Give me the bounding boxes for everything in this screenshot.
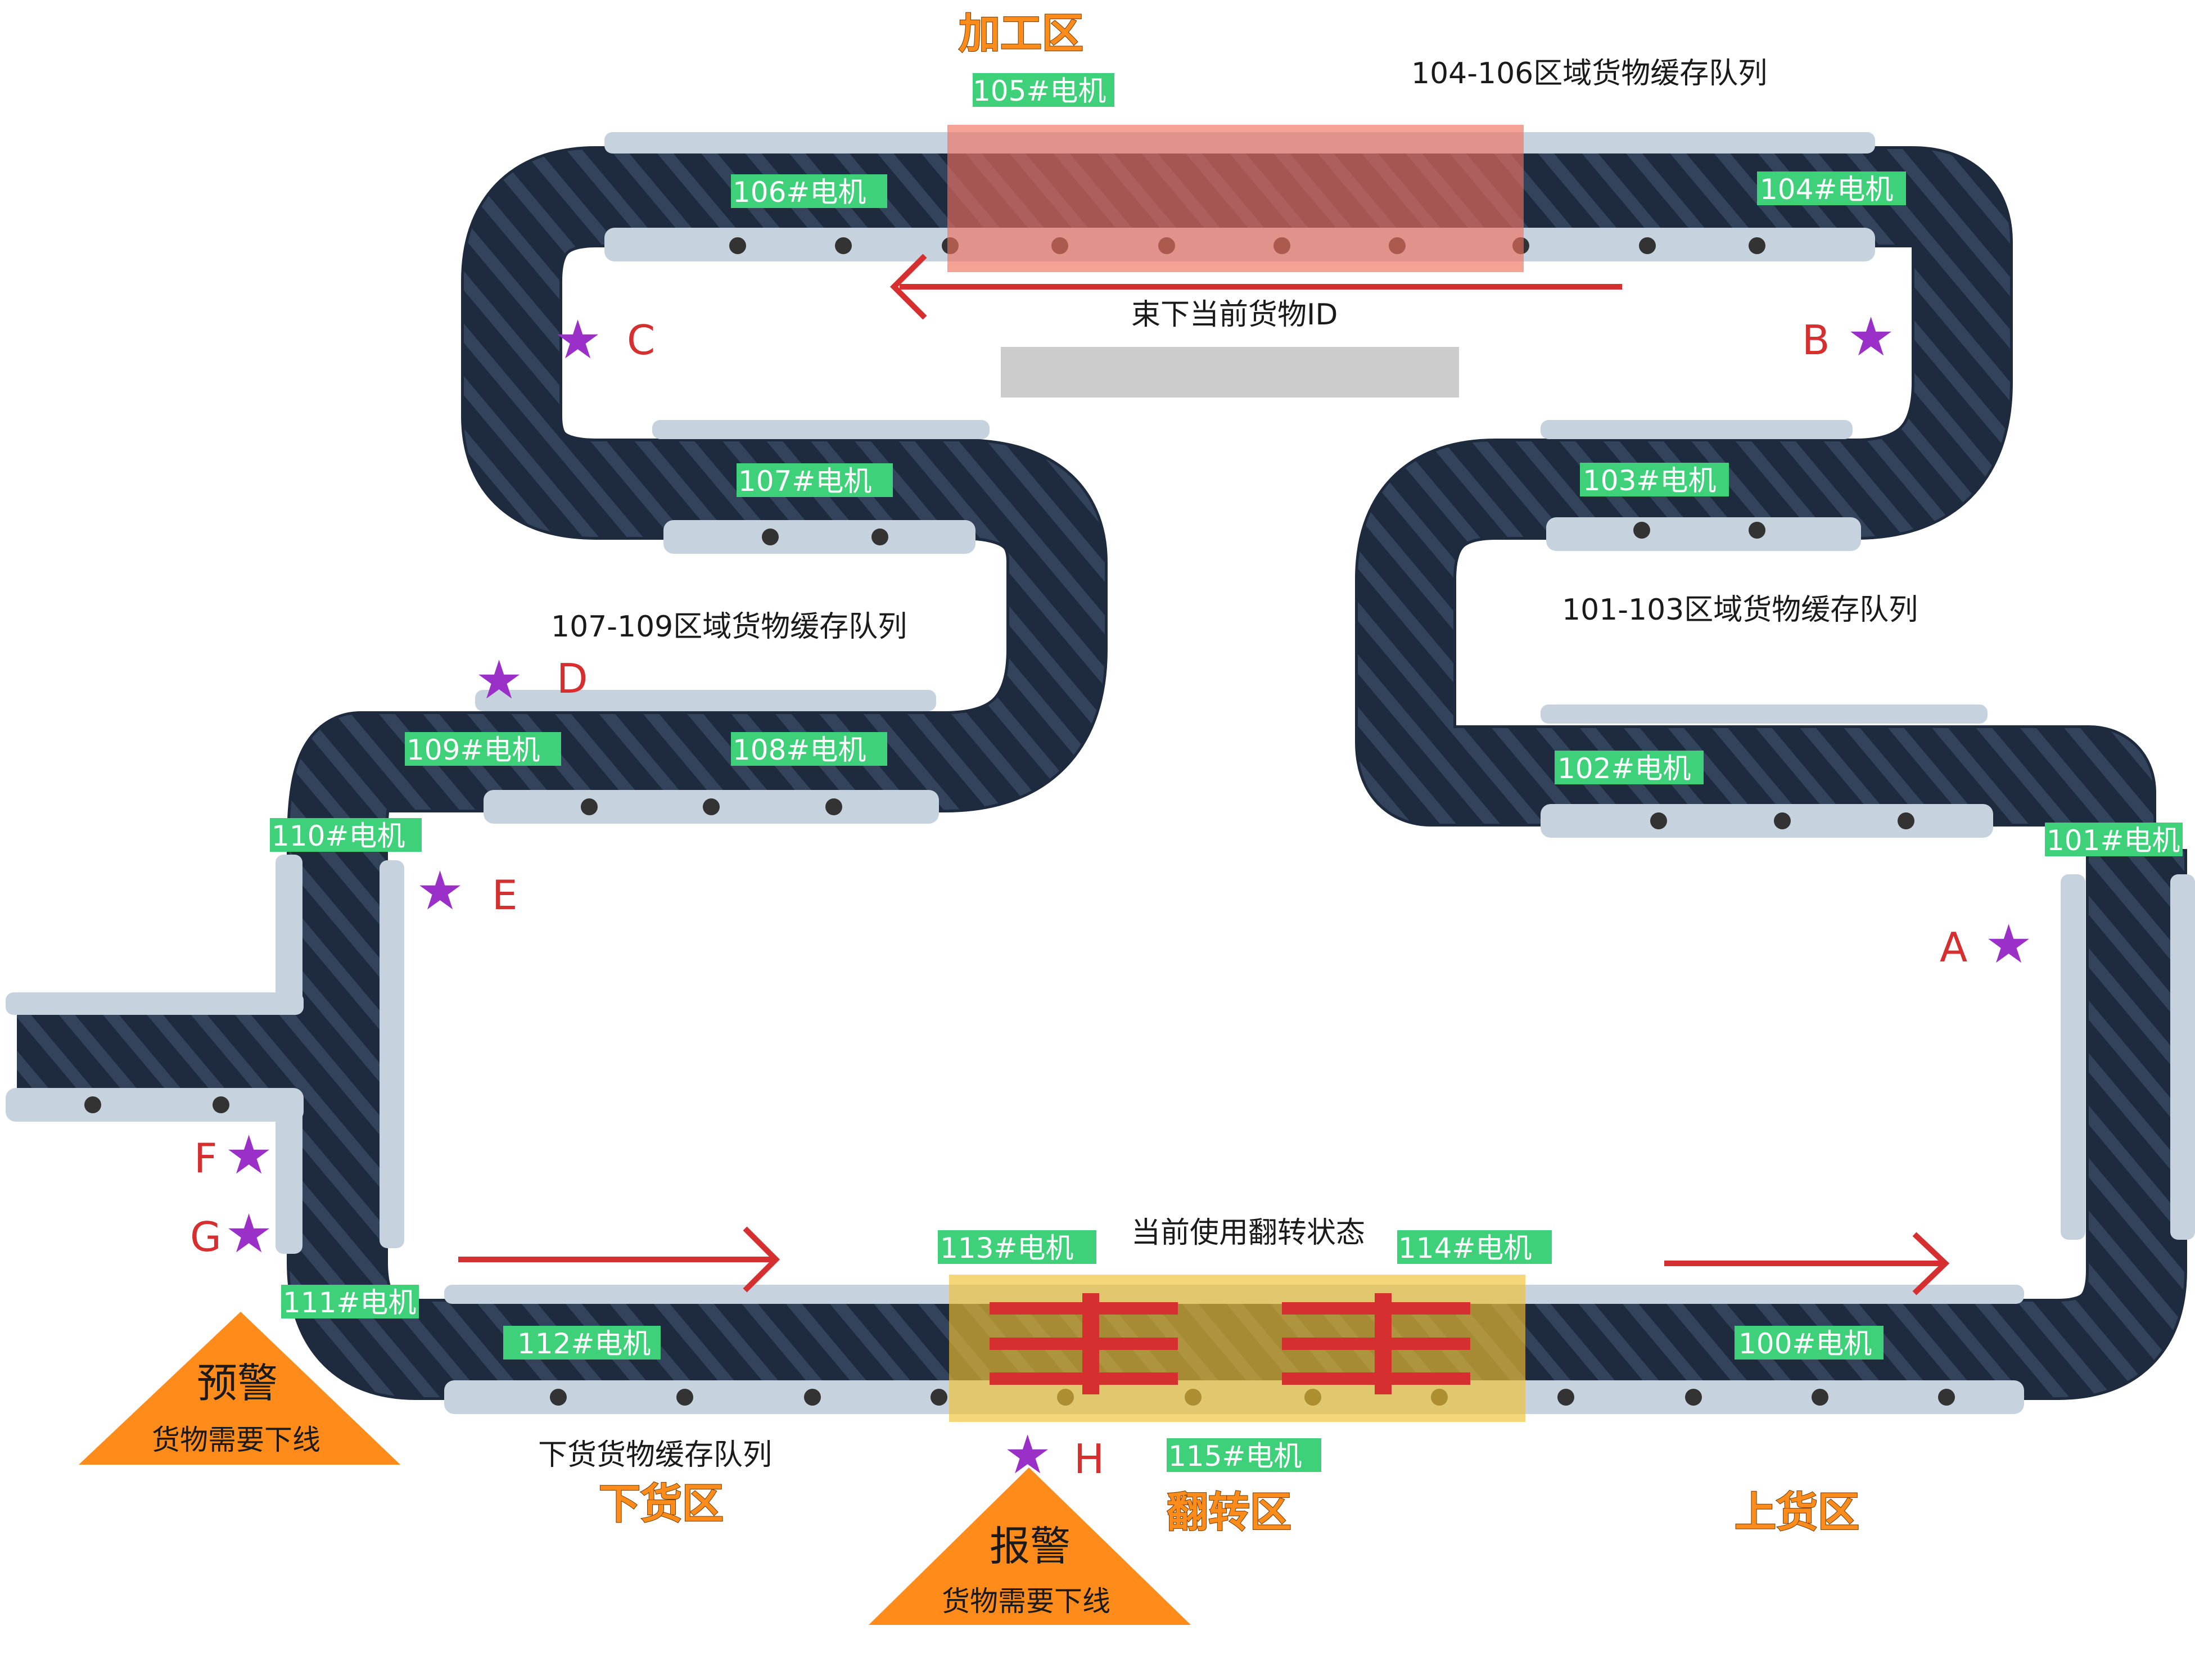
motor-110: 110#电机	[270, 818, 422, 852]
motor-109: 109#电机	[405, 732, 561, 766]
flip-state-label: 当前使用翻转状态	[1131, 1216, 1365, 1250]
svg-text:货物需要下线: 货物需要下线	[152, 1424, 320, 1456]
queue-labels: 104-106区域货物缓存队列 107-109区域货物缓存队列 101-103区…	[538, 57, 1918, 1472]
zone-labels: 加工区 下货区 翻转区 上货区	[598, 9, 1860, 1537]
svg-text:★: ★	[475, 649, 523, 711]
bundle-id-label: 束下当前货物ID	[1131, 298, 1338, 332]
svg-text:112#电机: 112#电机	[517, 1327, 651, 1360]
motor-105: 105#电机	[973, 73, 1114, 107]
checkpoint-e: ★E	[416, 860, 518, 922]
zone-unloading: 下货区	[599, 1480, 724, 1528]
checkpoint-g: G★	[190, 1203, 273, 1265]
svg-text:★: ★	[225, 1124, 273, 1186]
motor-102: 102#电机	[1555, 751, 1704, 785]
svg-text:102#电机: 102#电机	[1557, 752, 1691, 785]
bundle-id-display	[1001, 347, 1459, 398]
motor-111: 111#电机	[281, 1285, 419, 1319]
zone-loading: 上货区	[1735, 1488, 1859, 1537]
flow-arrows	[458, 254, 1950, 1295]
svg-text:G: G	[190, 1213, 222, 1261]
checkpoint-h: ★H	[1004, 1424, 1104, 1486]
queue-104-106: 104-106区域货物缓存队列	[1411, 57, 1767, 91]
checkpoint-f: F★	[194, 1124, 273, 1186]
queue-107-109: 107-109区域货物缓存队列	[551, 610, 907, 644]
flip-mechanism-left	[990, 1293, 1178, 1394]
svg-text:109#电机: 109#电机	[407, 734, 540, 766]
motor-107: 107#电机	[737, 463, 893, 498]
checkpoints: A★ B★ ★C ★D ★E F★ G★ ★H	[190, 306, 2033, 1486]
motor-100: 100#电机	[1735, 1326, 1884, 1360]
svg-text:110#电机: 110#电机	[272, 820, 405, 852]
queue-unload: 下货货物缓存队列	[538, 1438, 772, 1472]
svg-text:111#电机: 111#电机	[283, 1286, 416, 1319]
svg-text:114#电机: 114#电机	[1398, 1232, 1532, 1264]
svg-text:108#电机: 108#电机	[733, 734, 866, 766]
flip-mechanism-right	[1282, 1293, 1470, 1394]
motor-101: 101#电机	[2045, 823, 2183, 857]
motor-106: 106#电机	[731, 174, 887, 209]
svg-text:105#电机: 105#电机	[973, 75, 1106, 107]
checkpoint-b: B★	[1802, 306, 1895, 368]
flow-arrow-bottom-right	[1664, 1232, 1950, 1295]
zone-flipping: 翻转区	[1167, 1488, 1291, 1537]
motor-104: 104#电机	[1757, 171, 1906, 206]
svg-text:货物需要下线: 货物需要下线	[942, 1585, 1110, 1618]
svg-text:预警: 预警	[197, 1360, 278, 1407]
svg-text:104#电机: 104#电机	[1760, 173, 1893, 206]
motor-labels: 100#电机 101#电机 102#电机 103#电机 104#电机 105#电…	[270, 73, 2183, 1473]
queue-101-103: 101-103区域货物缓存队列	[1562, 593, 1918, 627]
svg-text:★: ★	[416, 860, 464, 922]
svg-text:B: B	[1802, 317, 1830, 364]
svg-text:★: ★	[225, 1203, 273, 1265]
checkpoint-c: ★C	[554, 309, 655, 371]
svg-text:107#电机: 107#电机	[738, 465, 871, 498]
motor-103: 103#电机	[1580, 463, 1729, 497]
svg-text:113#电机: 113#电机	[940, 1232, 1073, 1264]
motor-115: 115#电机	[1167, 1438, 1321, 1473]
svg-text:106#电机: 106#电机	[733, 176, 866, 209]
motor-113: 113#电机	[938, 1230, 1096, 1264]
svg-text:★: ★	[1985, 914, 2033, 976]
svg-text:F: F	[194, 1135, 217, 1182]
svg-text:E: E	[492, 871, 518, 919]
checkpoint-a: A★	[1940, 914, 2033, 976]
conveyor-belt	[17, 146, 2187, 1400]
svg-text:H: H	[1074, 1435, 1104, 1483]
motor-108: 108#电机	[731, 732, 887, 766]
svg-text:C: C	[627, 317, 655, 364]
svg-text:103#电机: 103#电机	[1583, 464, 1716, 497]
svg-text:★: ★	[1847, 306, 1895, 368]
svg-text:100#电机: 100#电机	[1738, 1327, 1872, 1360]
motor-114: 114#电机	[1397, 1230, 1552, 1264]
checkpoint-d: ★D	[475, 649, 588, 711]
svg-text:115#电机: 115#电机	[1168, 1440, 1302, 1473]
processing-zone-overlay	[947, 125, 1524, 272]
motor-112: 112#电机	[503, 1326, 661, 1360]
alarm-warning: 报警 货物需要下线	[869, 1467, 1191, 1625]
svg-text:A: A	[1940, 924, 1967, 971]
svg-text:★: ★	[554, 309, 602, 371]
flow-arrow-top	[889, 254, 1622, 320]
flow-arrow-bottom-left	[458, 1226, 780, 1293]
svg-text:报警: 报警	[990, 1523, 1071, 1570]
zone-processing: 加工区	[959, 10, 1083, 58]
pre-warning: 预警 货物需要下线	[79, 1312, 400, 1465]
svg-text:101#电机: 101#电机	[2047, 824, 2180, 857]
svg-text:D: D	[557, 655, 588, 702]
